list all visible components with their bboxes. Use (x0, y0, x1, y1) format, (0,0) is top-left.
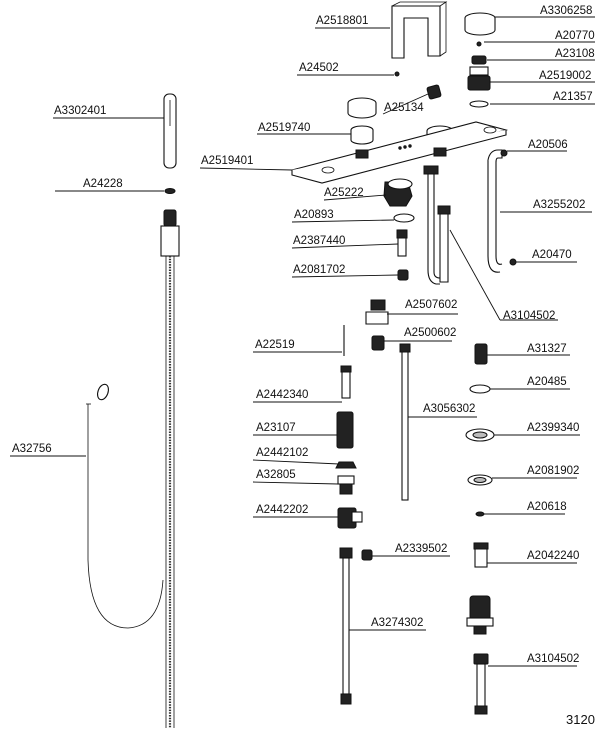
part-label: A24502 (299, 62, 339, 74)
part-label: A23108 (555, 48, 595, 60)
part-label: A20470 (532, 249, 572, 261)
small-plug-part (394, 71, 400, 77)
diverter-knob-part (426, 84, 442, 100)
fitting-part (337, 475, 355, 495)
part-label: A2507602 (405, 299, 457, 311)
cartridge-part (467, 66, 491, 91)
threaded-rod-part (399, 343, 411, 501)
part-label: A2442202 (256, 504, 308, 516)
part-label: A24228 (83, 178, 123, 190)
part-label: A2042240 (527, 550, 579, 562)
slide-wire-part (86, 383, 164, 629)
part-label: A3056302 (423, 403, 475, 415)
valve-body-part (383, 178, 413, 207)
part-label: A2500602 (404, 327, 456, 339)
tiny-ring-part (475, 511, 485, 517)
supply-hose-part (473, 653, 489, 715)
part-label: A2339502 (395, 543, 447, 555)
o-ring-part (469, 100, 489, 108)
part-label: A2399340 (527, 422, 579, 434)
knob-cap-part (464, 12, 496, 36)
drawing-number: 3120 (566, 712, 595, 727)
part-label: A2519740 (258, 122, 310, 134)
nut-part (471, 55, 487, 65)
flex-hose-part (423, 165, 451, 285)
adapter-part (473, 542, 489, 568)
part-label: A20485 (527, 376, 567, 388)
deck-plate-part (289, 121, 509, 184)
nut-small-part (397, 269, 409, 281)
part-label: A2442340 (256, 389, 308, 401)
part-label: A2519002 (539, 70, 591, 82)
part-label: A3274302 (371, 617, 423, 629)
part-label: A32805 (256, 469, 296, 481)
stem-part (396, 229, 408, 257)
part-label: A22519 (255, 339, 295, 351)
part-label: A3255202 (533, 199, 585, 211)
part-label: A32756 (12, 443, 52, 455)
part-label: A20506 (528, 139, 568, 151)
part-label: A25222 (324, 187, 364, 199)
spindle-part (340, 365, 352, 399)
part-label: A2442102 (256, 447, 308, 459)
valve-assembly-part (466, 595, 494, 635)
flange-part (465, 428, 495, 442)
part-label: A2519401 (201, 155, 253, 167)
part-label: A25134 (384, 102, 424, 114)
spout-part (391, 1, 448, 59)
washer-part (393, 213, 415, 223)
check-valve-part (474, 343, 488, 365)
part-label: A3104502 (527, 653, 579, 665)
ring-part (469, 384, 491, 394)
part-label: A20618 (527, 501, 567, 513)
part-label: A2081902 (527, 465, 579, 477)
diverter-body-part (365, 299, 389, 325)
hand-shower-part (163, 93, 177, 169)
seal-part (164, 188, 176, 194)
leader-lines (10, 16, 595, 667)
part-label: A3306258 (540, 5, 592, 17)
small-washer-part (500, 149, 508, 157)
part-label: A2518801 (316, 15, 368, 27)
part-label: A3302401 (54, 105, 106, 117)
flange-2-part (467, 474, 493, 486)
part-label: A3104502 (503, 310, 555, 322)
part-label: A23107 (256, 422, 296, 434)
part-label: A21357 (553, 91, 593, 103)
part-label: A2387440 (293, 235, 345, 247)
part-label: A20893 (294, 209, 334, 221)
part-label: A31327 (527, 343, 567, 355)
sleeve-part (336, 411, 354, 449)
small-washer-2-part (509, 258, 517, 266)
long-hose-part (339, 547, 353, 705)
connector-part (371, 335, 385, 351)
small-screw-part (476, 41, 482, 47)
tee-fitting-part (337, 507, 363, 529)
plug-part (361, 549, 373, 561)
part-label: A20770 (555, 30, 595, 42)
metal-hose-part (160, 209, 180, 728)
shower-hose-part (487, 149, 503, 273)
cap-nut-part (335, 461, 357, 469)
part-label: A2081702 (293, 264, 345, 276)
